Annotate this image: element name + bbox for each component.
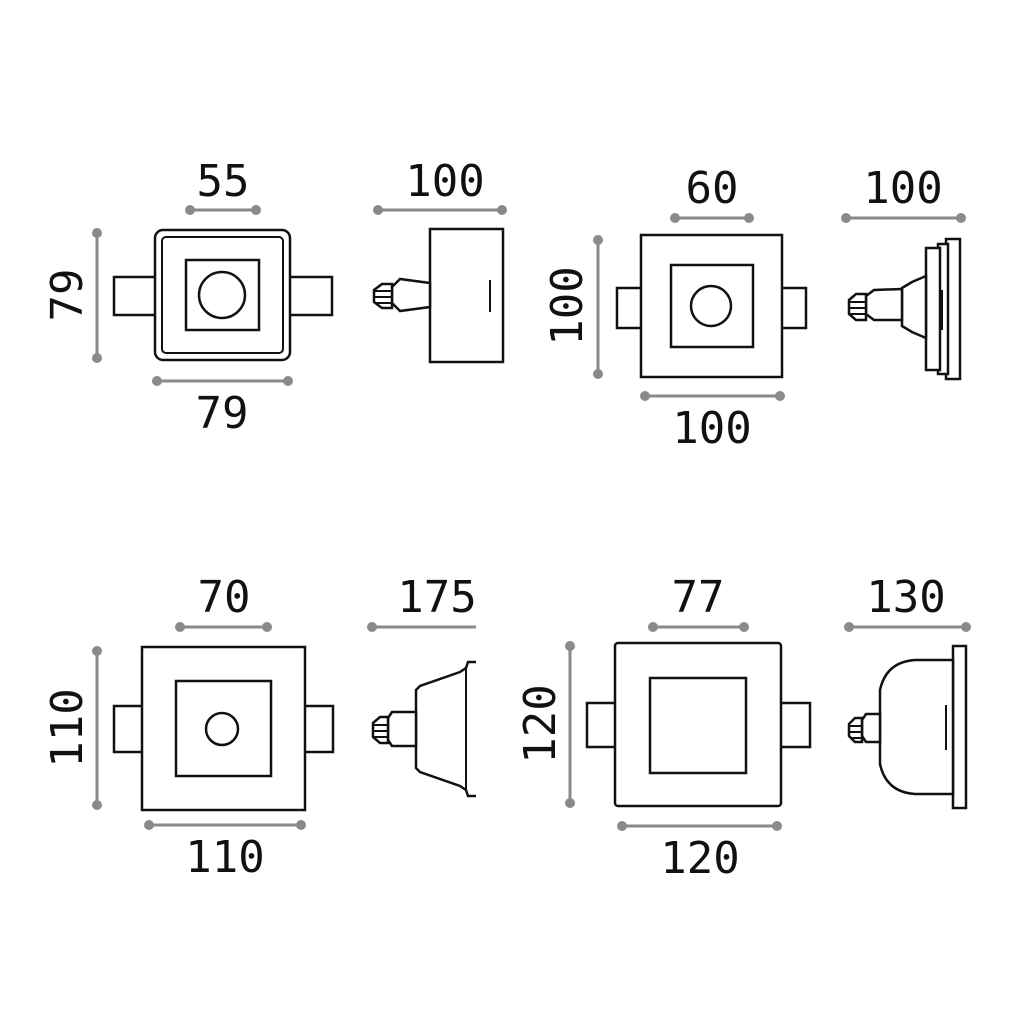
product-2-side-view: 100 <box>841 163 966 381</box>
bottom-width-label: 100 <box>672 403 751 454</box>
height-label: 100 <box>542 266 593 345</box>
bottom-width-label: 79 <box>196 388 249 439</box>
depth-label: 100 <box>405 156 484 207</box>
fixture-outline <box>112 228 334 362</box>
height-dimension: 100 <box>542 235 603 379</box>
top-width-dimension: 60 <box>670 163 754 223</box>
depth-label: 130 <box>866 572 945 623</box>
fixture-outline <box>112 645 335 812</box>
depth-label: 100 <box>863 163 942 214</box>
product-3-side-view: 175 <box>367 572 477 798</box>
top-width-label: 70 <box>198 572 251 623</box>
fixture-profile <box>371 660 476 798</box>
bottom-width-label: 110 <box>185 832 264 883</box>
fixture-profile <box>847 644 968 810</box>
height-dimension: 110 <box>42 646 102 810</box>
top-width-dimension: 70 <box>175 572 272 632</box>
fixture-outline <box>585 641 812 808</box>
top-width-dimension: 77 <box>648 572 749 632</box>
depth-dimension: 100 <box>841 163 966 223</box>
product-3-front-view: 70 110 110 <box>42 572 335 883</box>
height-label: 79 <box>42 269 93 322</box>
depth-label: 175 <box>397 572 476 623</box>
top-width-label: 60 <box>686 163 739 214</box>
height-label: 110 <box>42 688 93 767</box>
height-dimension: 79 <box>42 228 102 363</box>
product-4-front-view: 77 120 120 <box>515 572 812 884</box>
top-width-label: 55 <box>197 156 250 207</box>
fixture-profile <box>847 237 962 381</box>
depth-dimension: 100 <box>373 156 507 215</box>
fixture-profile <box>372 227 505 364</box>
bottom-width-dimension: 110 <box>144 820 306 883</box>
bottom-width-dimension: 100 <box>640 391 785 454</box>
height-label: 120 <box>515 684 566 763</box>
top-width-label: 77 <box>672 572 725 623</box>
product-2-front-view: 60 100 100 <box>542 163 808 454</box>
top-width-dimension: 55 <box>185 156 261 215</box>
fixture-outline <box>615 233 808 379</box>
bottom-width-dimension: 120 <box>617 821 782 884</box>
bottom-width-dimension: 79 <box>152 376 293 439</box>
depth-dimension: 130 <box>844 572 971 632</box>
height-dimension: 120 <box>515 641 575 808</box>
bottom-width-label: 120 <box>660 833 739 884</box>
product-4-side-view: 130 <box>844 572 971 810</box>
depth-dimension: 175 <box>367 572 477 632</box>
product-1-front-view: 55 79 79 <box>42 156 334 439</box>
product-1-side-view: 100 <box>372 156 507 364</box>
